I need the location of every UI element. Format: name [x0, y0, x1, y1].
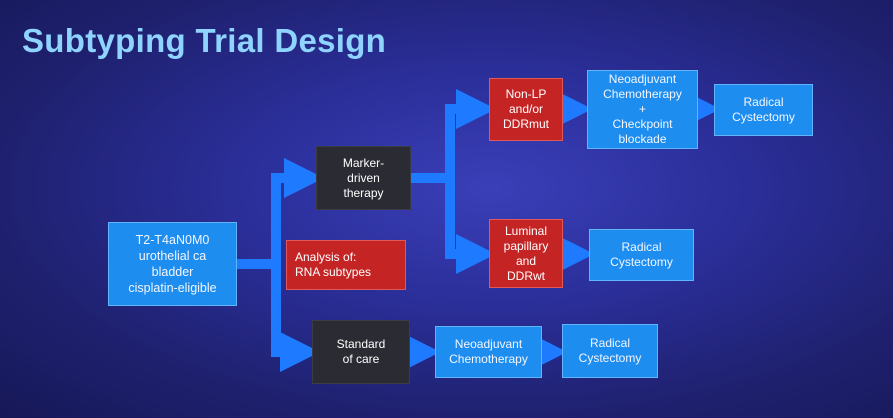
radical-cystectomy-mid-box: Radical Cystectomy [589, 229, 694, 281]
analysis-box: Analysis of: RNA subtypes [286, 240, 406, 290]
non-lp-ddrmut-box: Non-LP and/or DDRmut [489, 78, 563, 141]
neoadjuvant-checkpoint-box: Neoadjuvant Chemotherapy + Checkpoint bl… [587, 70, 698, 149]
population-box: T2-T4aN0M0 urothelial ca bladder cisplat… [108, 222, 237, 306]
luminal-papillary-ddrwt-box: Luminal papillary and DDRwt [489, 219, 563, 288]
connector-to-standard-of-care [271, 264, 320, 372]
slide-title: Subtyping Trial Design [22, 22, 387, 59]
connector-to-luminal-papillary [445, 178, 496, 274]
marker-driven-therapy-box: Marker- driven therapy [316, 146, 411, 210]
connector-to-non-lp [445, 89, 496, 178]
standard-of-care-box: Standard of care [312, 320, 410, 384]
connector-to-marker-driven [271, 158, 324, 264]
neoadjuvant-chemotherapy-box: Neoadjuvant Chemotherapy [435, 326, 542, 378]
radical-cystectomy-bottom-box: Radical Cystectomy [562, 324, 658, 378]
radical-cystectomy-top-box: Radical Cystectomy [714, 84, 813, 136]
